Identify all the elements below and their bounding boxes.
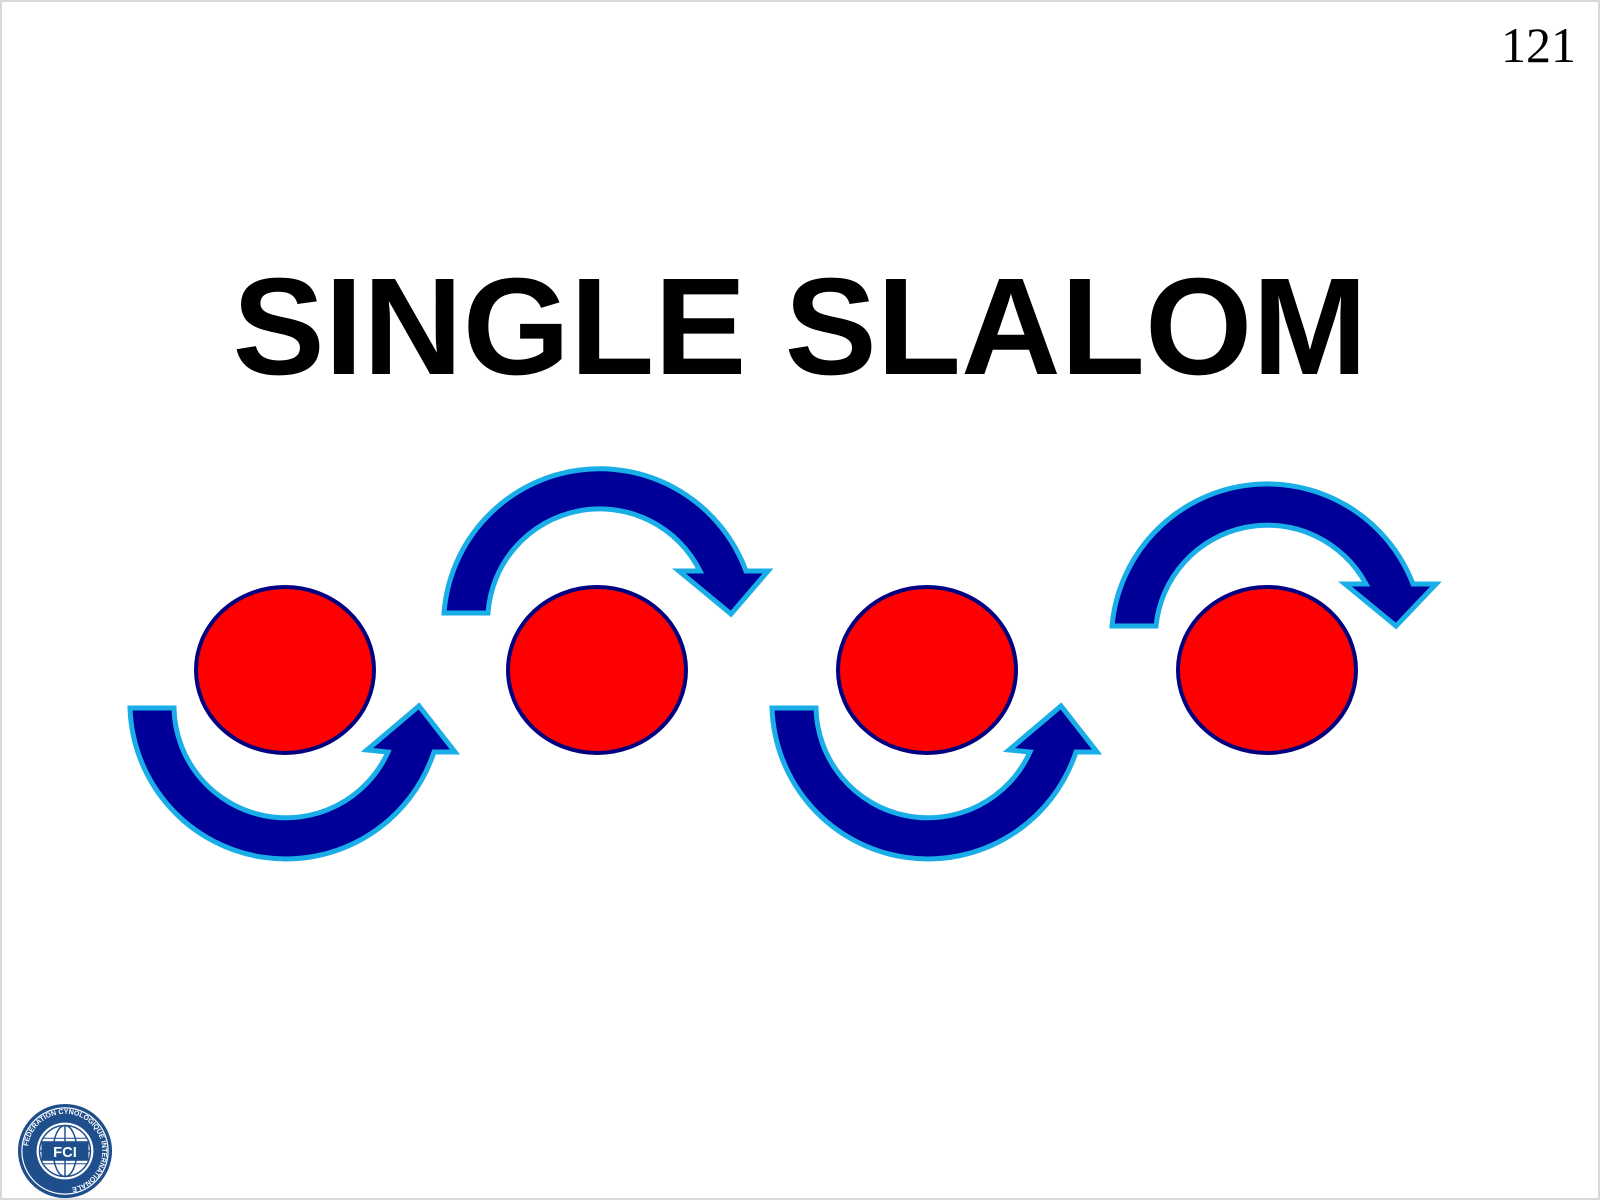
slalom-arrow-2 — [441, 466, 774, 618]
arrow-group — [127, 466, 1442, 862]
slalom-pole-4 — [1176, 585, 1358, 755]
slalom-pole-1 — [194, 585, 376, 755]
fci-logo-text: FCI — [53, 1145, 77, 1161]
fci-logo: FCI FEDERATION CYNOLOGIQUE INTERNATIONAL… — [17, 1103, 113, 1198]
slalom-pole-3 — [836, 585, 1018, 755]
page-number: 121 — [1501, 17, 1576, 73]
slalom-arrow-3 — [769, 702, 1103, 862]
slalom-pole-2 — [506, 585, 688, 755]
slide-title: SINGLE SLALOM — [232, 250, 1368, 404]
slalom-arrow-1 — [127, 702, 461, 862]
slalom-arrow-4 — [1109, 481, 1442, 630]
pole-group — [194, 585, 1358, 755]
